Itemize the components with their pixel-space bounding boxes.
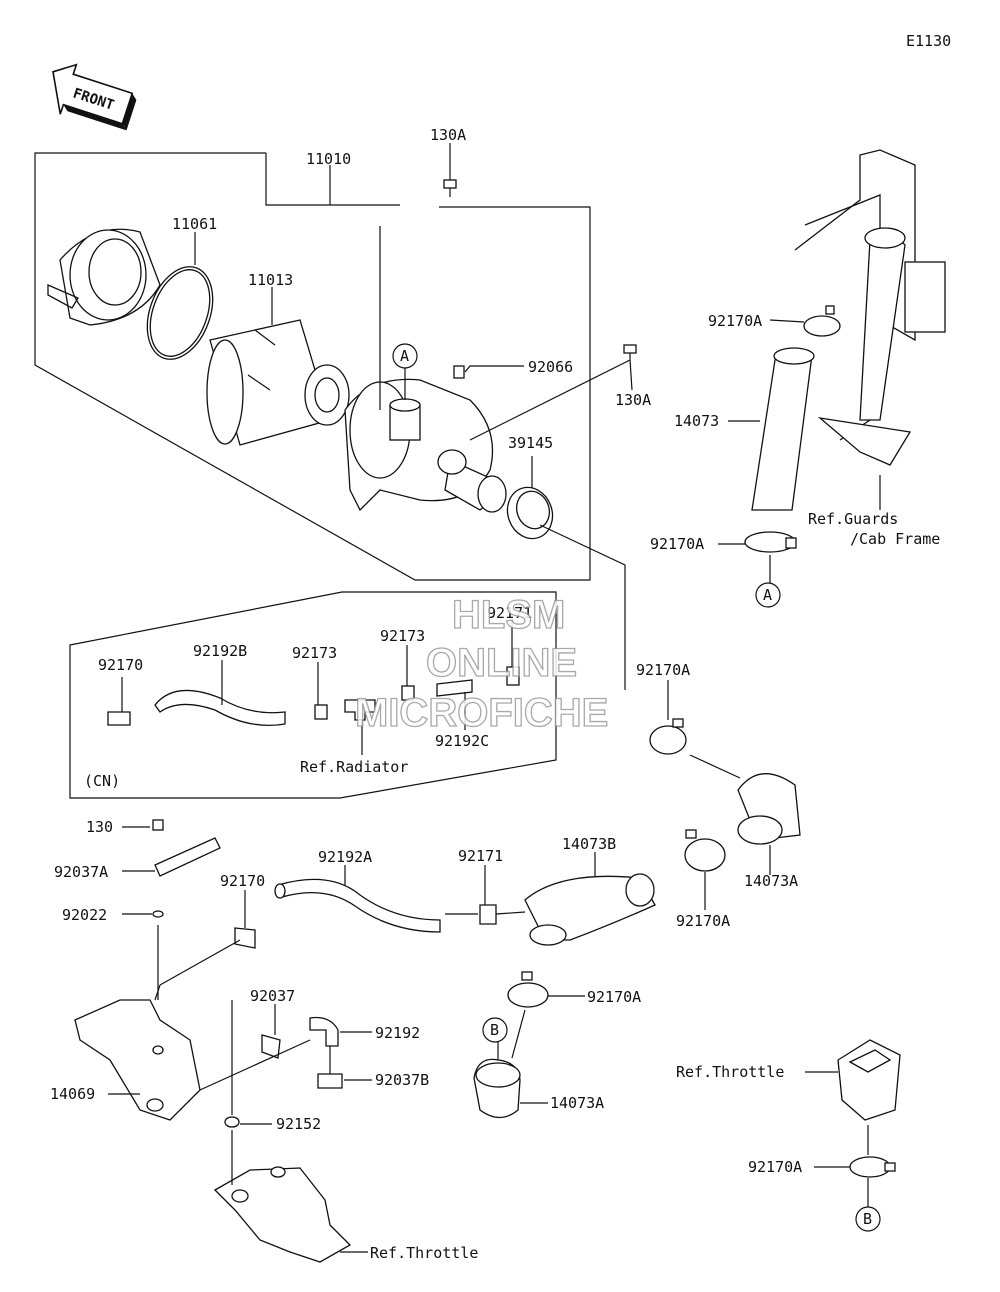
air-cleaner-cover (47, 228, 161, 326)
watermark-line3: MICROFICHE (355, 691, 608, 735)
label-92170: 92170 (220, 872, 265, 890)
label-92152: 92152 (276, 1115, 321, 1133)
clamp-92170a-mid (744, 531, 797, 553)
air-filter-element (206, 319, 350, 446)
elbow-14073a-low (473, 1058, 521, 1119)
cab-frame (794, 149, 946, 466)
clamp-92170a-b (507, 971, 549, 1008)
label-92170a-b: 92170A (587, 988, 641, 1006)
label-92171: 92171 (458, 847, 503, 865)
housing-clamp-39145 (506, 486, 554, 540)
label-92192: 92192 (375, 1024, 420, 1042)
hose-92192a (274, 878, 441, 933)
label-14073b: 14073B (562, 835, 616, 853)
label-92170a-top: 92170A (708, 312, 762, 330)
label-14073: 14073 (674, 412, 719, 430)
watermark: HLSM ONLINE MICROFICHE (354, 592, 609, 735)
elbow-14073a-right (737, 772, 801, 845)
label-14069: 14069 (50, 1085, 95, 1103)
duct-hose-14073 (751, 347, 815, 511)
air-cleaner-assembly-bracket (34, 152, 591, 581)
label-11010: 11010 (306, 150, 351, 168)
label-11061: 11061 (172, 215, 217, 233)
region-label-cn: (CN) (84, 772, 120, 790)
ref-circle-a-housing: A (392, 343, 418, 369)
clamp-92170a-cn (649, 718, 687, 755)
cn-hose-parts (107, 666, 520, 727)
fittings-92037-92192 (224, 1016, 343, 1128)
label-11013: 11013 (248, 271, 293, 289)
label-92170a-mid: 92170A (650, 535, 704, 553)
bolt-130a-right-icon (623, 344, 637, 360)
ref-throttle-bottom: Ref.Throttle (370, 1244, 478, 1262)
label-92066: 92066 (528, 358, 573, 376)
label-92192c: 92192C (435, 732, 489, 750)
label-92173-b: 92173 (380, 627, 425, 645)
front-arrow-icon: FRONT (52, 63, 137, 131)
label-92037a: 92037A (54, 863, 108, 881)
clamp-92170a-low (684, 829, 726, 872)
label-14073a-low: 14073A (550, 1094, 604, 1112)
clamp-92170a-br (849, 1156, 896, 1178)
label-14073a-right: 14073A (744, 872, 798, 890)
svg-text:B: B (863, 1210, 872, 1228)
ref-circle-b-throttle: B (855, 1206, 881, 1232)
o-ring-seal (146, 266, 214, 360)
label-92037b: 92037B (375, 1071, 429, 1089)
ref-radiator: Ref.Radiator (300, 758, 408, 776)
clamp-92170a-top (803, 305, 841, 337)
label-92170-cn: 92170 (98, 656, 143, 674)
ref-throttle-right: Ref.Throttle (676, 1063, 784, 1081)
ref-guards-line1: Ref.Guards (808, 510, 898, 528)
svg-text:A: A (763, 586, 772, 604)
label-92192b: 92192B (193, 642, 247, 660)
label-92170a-br: 92170A (748, 1158, 802, 1176)
label-92173-a: 92173 (292, 644, 337, 662)
cn-region-bracket (69, 591, 557, 799)
svg-text:B: B (490, 1021, 499, 1039)
label-92022: 92022 (62, 906, 107, 924)
bolt-130a-top-icon (443, 179, 457, 197)
leader-lines (108, 143, 881, 1253)
svg-text:A: A (400, 347, 409, 365)
fitting-92066-icon (453, 365, 465, 379)
ref-circle-a-duct: A (755, 582, 781, 608)
watermark-line2: ONLINE (426, 641, 577, 685)
throttle-body-right (837, 1039, 901, 1121)
diagram-code: E1130 (906, 32, 951, 50)
label-39145: 39145 (508, 434, 553, 452)
label-92171-cn: 92171 (487, 604, 532, 622)
label-130: 130 (86, 818, 113, 836)
ref-circle-b-elbow: B (482, 1017, 508, 1043)
label-130a-right: 130A (615, 391, 651, 409)
ref-guards-line2: /Cab Frame (850, 530, 940, 548)
label-92170a-cn: 92170A (636, 661, 690, 679)
label-130a-top: 130A (430, 126, 466, 144)
bracket-92037a-icon (152, 819, 221, 918)
air-cleaner-housing (344, 378, 507, 513)
label-92192a: 92192A (318, 848, 372, 866)
label-92037: 92037 (250, 987, 295, 1005)
throttle-body-bottom (213, 1166, 352, 1263)
watermark-line1: HLSM (452, 593, 565, 637)
adapter-14073b (524, 873, 656, 946)
clamp-92170-icon (234, 927, 256, 949)
clamp-92171-icon (479, 904, 497, 925)
label-92170a-low: 92170A (676, 912, 730, 930)
